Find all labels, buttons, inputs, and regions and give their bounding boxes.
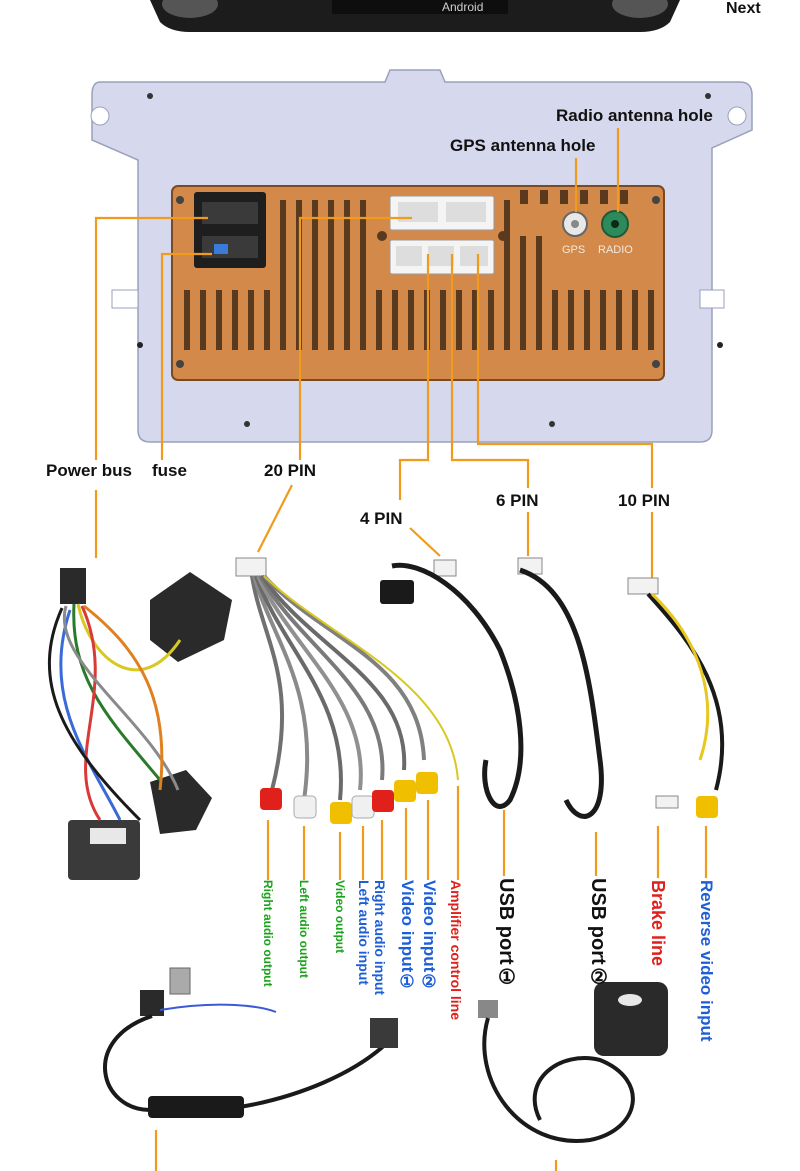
video-input-2-label: Video input② (420, 880, 439, 993)
pin20-label: 20 PIN (264, 461, 316, 480)
gps-antenna-hole-label: GPS antenna hole (450, 136, 596, 155)
video-input-1-label: Video input① (398, 880, 417, 993)
right-audio-input-label: Right audio input (372, 880, 388, 996)
head-unit-label: Android (442, 0, 484, 14)
right-audio-output-label: Right audio output (261, 880, 275, 987)
reverse-cable (627, 577, 725, 818)
pin10-label: 10 PIN (618, 491, 670, 510)
brake-line-label: Brake line (648, 880, 668, 967)
power-bus-label: Power bus (46, 461, 132, 480)
next-link[interactable]: Next (726, 0, 761, 17)
leader-lines (94, 128, 708, 1171)
head-unit-knob-left (162, 0, 218, 18)
amplifier-control-line-label: Amplifier control line (448, 880, 464, 1021)
head-unit-label-plate (332, 0, 508, 14)
gps-print-label: GPS (562, 244, 586, 256)
radio-antenna-adapter (103, 967, 398, 1118)
video-output-label: Video output (333, 880, 347, 954)
head-unit-knob-right (612, 0, 668, 18)
radio-print-label: RADIO (598, 244, 633, 256)
pin6-label: 6 PIN (496, 491, 539, 510)
gps-antenna (478, 982, 668, 1143)
usb-port-1-label: USB port① (495, 878, 517, 989)
power-harness (48, 568, 232, 880)
head-unit-bottom-edge (150, 0, 680, 32)
fuse-label: fuse (152, 461, 187, 480)
reverse-video-input-label: Reverse video input (697, 880, 716, 1042)
fuse-block (214, 244, 228, 254)
left-audio-output-label: Left audio output (297, 880, 311, 978)
pin4-label: 4 PIN (360, 509, 403, 528)
left-audio-input-label: Left audio input (356, 880, 372, 985)
usb-port-2-label: USB port② (587, 878, 609, 989)
rca-harness (235, 557, 459, 824)
radio-antenna-hole-label: Radio antenna hole (556, 106, 713, 125)
usb-cables (380, 557, 604, 819)
